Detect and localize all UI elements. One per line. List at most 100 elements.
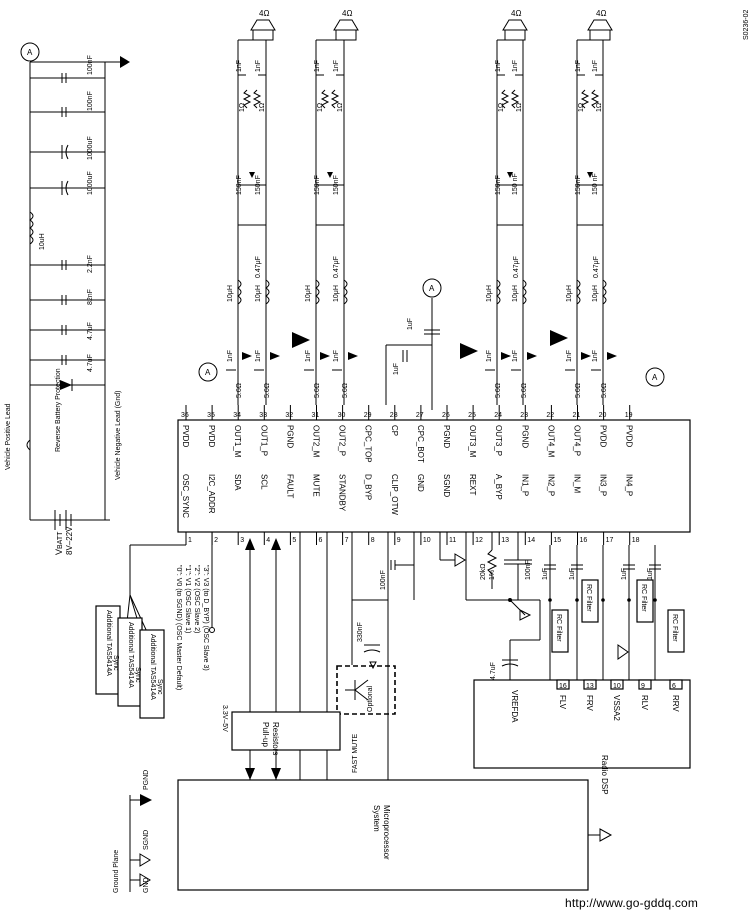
dsp-pin-name: RLV [640,695,649,711]
ammeter-pvdd-right-label: A [652,373,658,382]
chip-bottom-pin-name: REXT [468,474,477,495]
additional-chips: Additional TAS5414A Additional TAS5414A … [95,605,165,719]
chip-top-pin-name: OUT1_M [233,425,242,458]
ammeter-pvdd-left-label: A [205,368,211,377]
gnd-symbol-icon [139,873,151,887]
input-path [601,545,629,680]
chip-top-pin-num: 25 [468,412,476,419]
inductor-icon [343,279,348,305]
cap-1nf-label: 1nF [575,60,582,72]
chip-bottom-pin-name: D_BYP [364,474,373,500]
res-1ohm-label: 1Ω [578,103,585,112]
pullup-voltage: 3.3V–5V [221,705,228,732]
cap-label-1000uf-b: 1000uF [87,171,94,195]
chip-bottom-pin-num: 3 [240,537,244,544]
rc-filter-box [581,579,599,623]
input-cap-label: 1uF [647,568,654,580]
chip-top-pin-name: PVDD [599,425,608,447]
battery-range: 8V–22V [65,526,74,555]
chip-bottom-pin-num: 7 [345,537,349,544]
dsp-pin-num: 6 [672,683,676,690]
pgnd-symbol-icon [140,794,152,806]
battery-label: VBATT [54,531,64,555]
snub-res-label: 5.6Ω [601,383,608,398]
chip-bottom-pin-name: FAULT [285,474,294,498]
chip-bottom-pin-num: 8 [371,537,375,544]
ammeter-cp-icon [422,278,442,298]
chip-bottom-pin-name: IN2_P [546,474,555,496]
chip-top-pin-num: 32 [285,412,293,419]
chip-top-pin-name: OUT4_P [573,425,582,456]
chip-bottom-pin-name: SGND [442,474,451,497]
speaker-label: 4Ω [342,9,352,18]
dbyp-cap-label: 100nF [380,570,387,590]
snub-cap-label: 1nF [333,350,340,362]
inductor-icon [237,279,242,305]
rext-tol-label: 1% [489,570,496,580]
resistor-icon [500,89,510,109]
cp-cap-top-label: 1uF [407,318,414,330]
input-cap-label: 1uF [569,568,576,580]
additional-chip-2: Additional TAS5414A [127,622,134,688]
chip-bottom-pin-num: 10 [423,537,431,544]
chip-bottom-pin-num: 5 [292,537,296,544]
micro-line2: Microprocessor [382,805,391,860]
speaker-cone [250,19,276,31]
additional-chip-1: Additional TAS5414A [105,610,112,676]
inductor-label: 10μH [255,285,262,302]
supply-inductor-label: 10uH [39,233,46,250]
cap-label-2n2: 2.2nF [87,255,94,273]
speaker-label: 4Ω [511,9,521,18]
cap-150nf-label: 150nF [314,175,321,195]
cap-047-label: 0.47μF [333,256,340,278]
fuse-icon [26,439,31,451]
dsp-pin-name: FRV [585,695,594,712]
snub-cap-label: 1nF [592,350,599,362]
dsp-pin-num: 13 [586,683,594,690]
cap-label-100nf-b: 100nF [87,91,94,111]
chip-bottom-pin-num: 11 [449,537,456,544]
chip-bottom-pin-name: SDA [233,474,242,491]
chip-bottom-pin-name: IN1_P [520,474,529,496]
chip-top-pin-name: OUT3_P [494,425,503,456]
cap-150nf-label: 150 nF [512,173,519,195]
chip-bottom-pin-name: STANDBY [338,474,347,512]
ammeter-pvdd-left-icon [198,362,218,382]
i2c-note-0: "0": V0 (to SGND) (OSC Master Default) [175,565,182,690]
cap-1nf-label: 1nF [255,60,262,72]
rext-label: 20kΩ [480,563,487,580]
chip-bottom-pins: 1OSC_SYNC2I2C_ADDR3SDA4SCL5FAULT6MUTE7ST… [181,474,640,545]
chip-top-pin-num: 36 [181,412,189,419]
ground-plane-label: Ground Plane [113,850,120,893]
i2c-note-1: "1": V1 (OSC Slave 1) [184,565,191,633]
inductor-icon [602,279,607,305]
ammeter-pvdd-right-icon [645,367,665,387]
rc-filter-box [551,609,569,653]
res-1ohm-label: 1Ω [516,103,523,112]
res-1ohm-label: 1Ω [239,103,246,112]
snub-cap-label: 1nF [566,350,573,362]
speaker-icon [335,29,357,41]
chip-bottom-pin-name: GND [416,474,425,492]
supply-caps [30,73,105,365]
gnd-arrow-icon [454,553,466,567]
chip-top-pin-name: PGND [285,425,294,448]
resistor-icon [590,89,600,109]
rc-filter-label: RC Filter [555,614,562,642]
chip-top-pin-num: 31 [312,412,320,419]
chip-bottom-pin-num: 16 [580,537,588,544]
reverse-diode-icon [60,380,72,390]
chip-bottom-pin-num: 12 [475,537,483,544]
resistor-icon [252,89,262,109]
dsp-pin-num: 10 [613,683,621,690]
scl-arrow-down-icon [271,768,281,780]
chip-top-pin-name: OUT1_P [259,425,268,456]
dsp-vrefda-label: VREFDA [510,690,519,723]
sync-label-3: Sync [156,679,163,695]
ammeter-icon [20,42,40,62]
speaker-cone [502,19,528,31]
